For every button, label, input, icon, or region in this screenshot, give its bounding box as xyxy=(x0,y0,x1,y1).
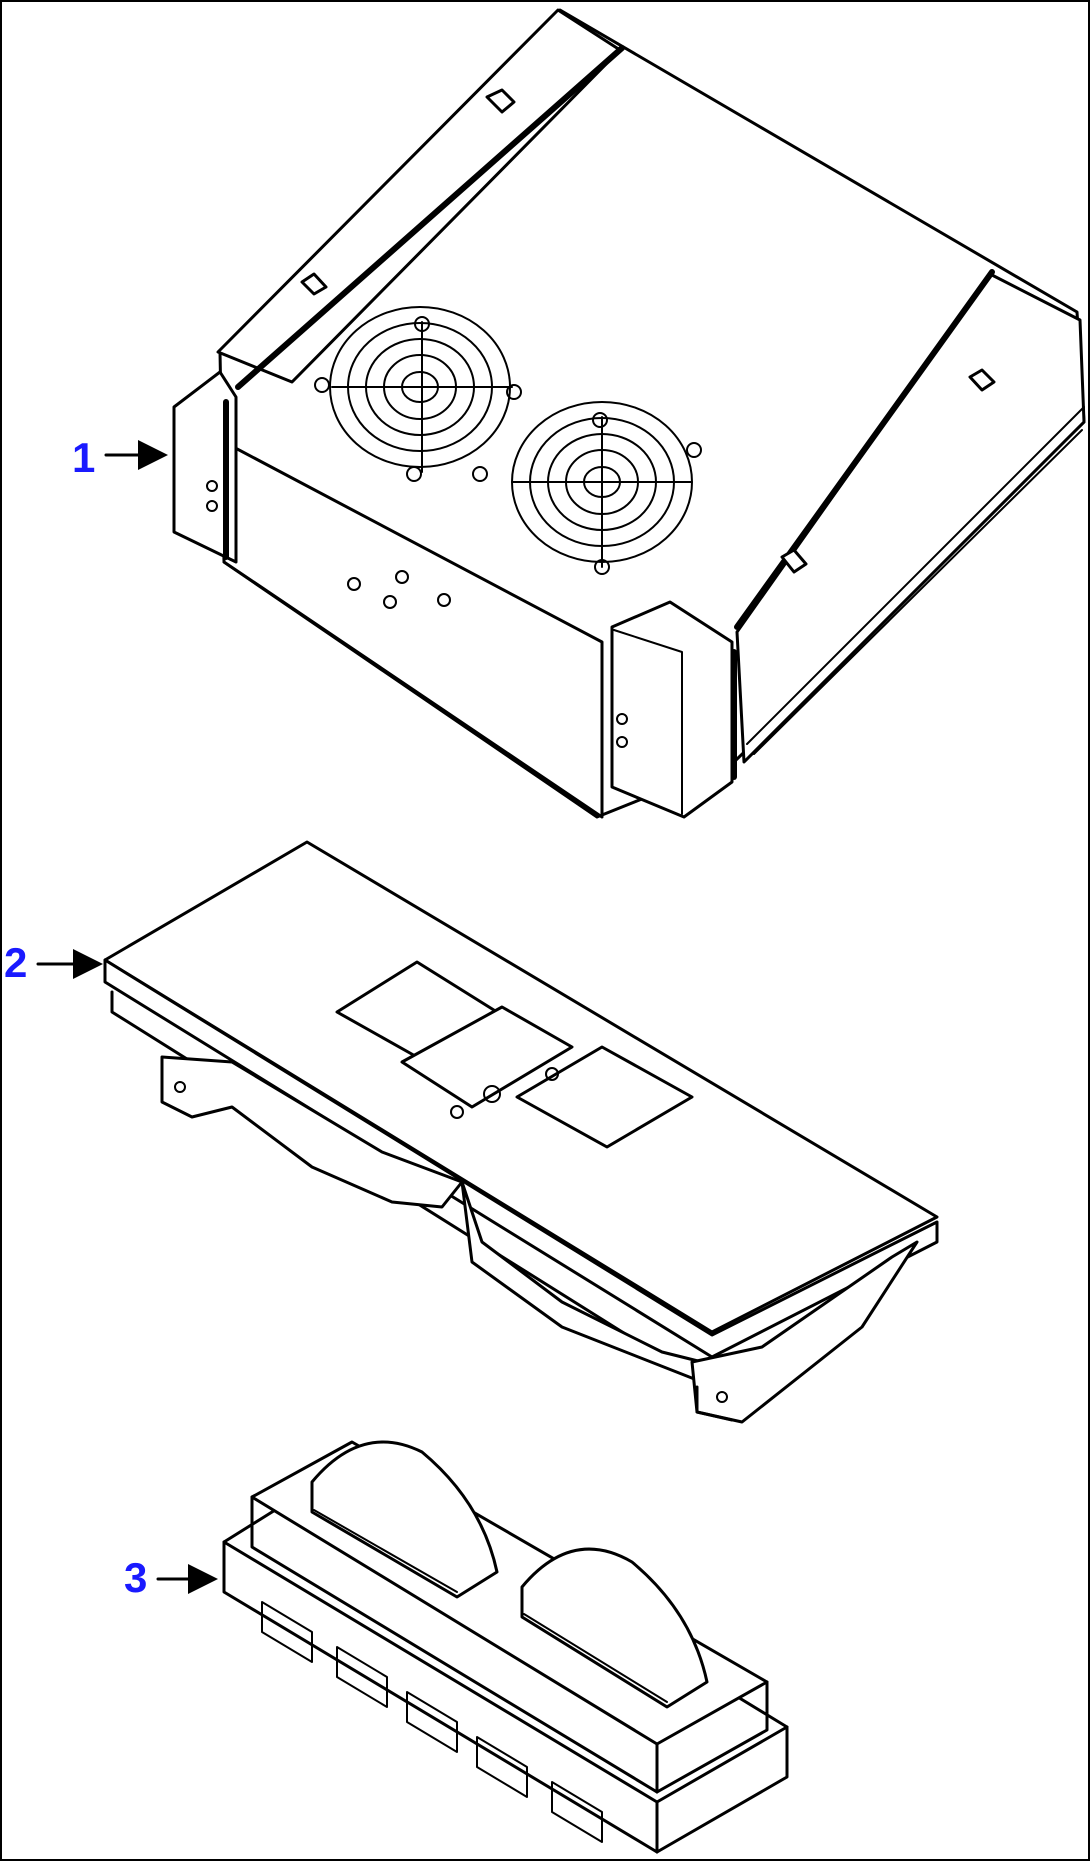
callout-label-3: 3 xyxy=(124,1554,147,1601)
fan-icon xyxy=(314,306,522,482)
slot-row xyxy=(261,1601,603,1843)
callout-label-2: 2 xyxy=(4,939,27,986)
part-2-heater-unit xyxy=(103,840,939,1424)
callout-1: 1 xyxy=(72,434,168,481)
callout-label-1: 1 xyxy=(72,434,95,481)
part-3-control-panel xyxy=(222,1440,789,1854)
callout-3: 3 xyxy=(124,1554,218,1601)
bolt-holes xyxy=(206,480,628,748)
part-1-ac-unit xyxy=(172,8,1086,819)
callout-2: 2 xyxy=(4,939,103,986)
fan-icon xyxy=(472,401,702,575)
